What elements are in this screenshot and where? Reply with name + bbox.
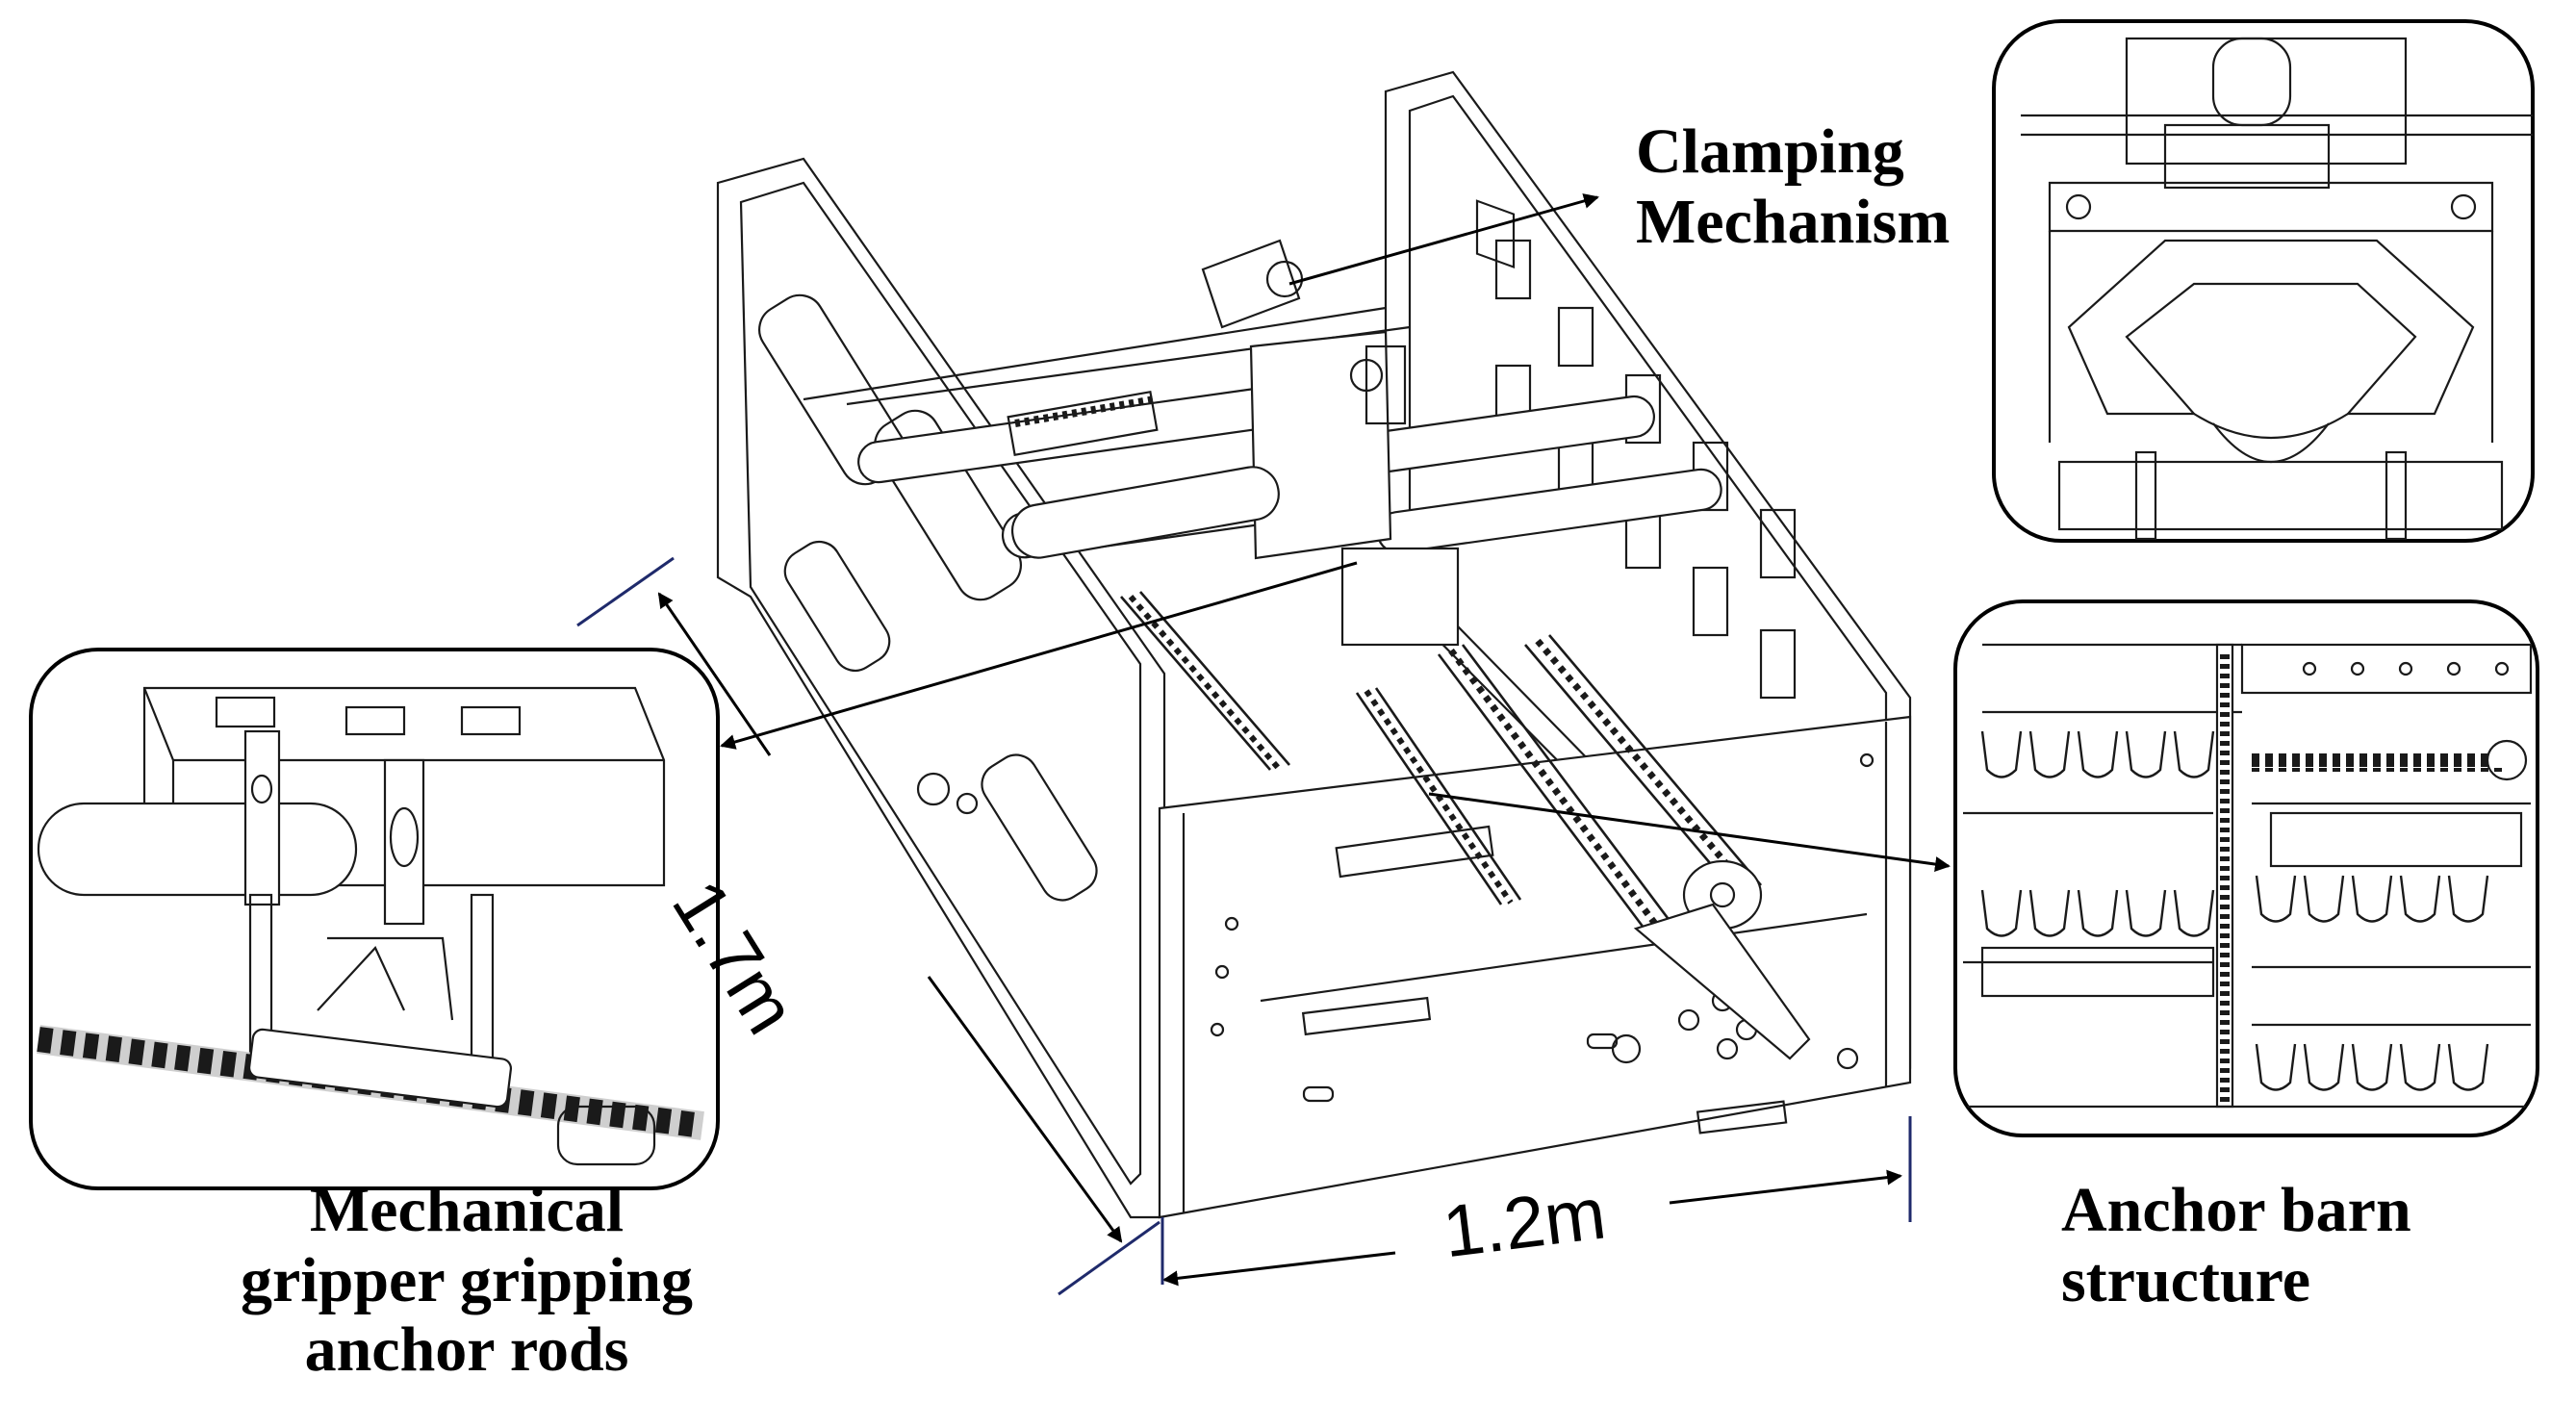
anchor-barn-label-line-1: Anchor barn [2061, 1175, 2411, 1245]
dimension-lines [657, 592, 1902, 1287]
clamping-detail-view [1992, 19, 2535, 543]
machine-frame [716, 70, 1912, 1219]
anchor-barn-label: Anchor barn structure [2061, 1175, 2411, 1315]
clamping-label-line-2: Mechanism [1636, 186, 1951, 257]
gripper-detail-view [29, 648, 720, 1190]
gripper-label-line-2: gripper gripping [240, 1244, 694, 1315]
anchor-barn-label-line-2: structure [2061, 1244, 2311, 1315]
gripper-label: Mechanical gripper gripping anchor rods [192, 1175, 741, 1386]
callout-arrows [720, 193, 1951, 872]
clamping-label-line-1: Clamping [1636, 116, 1904, 187]
anchor-barn-detail-view [1953, 599, 2539, 1137]
gripper-label-line-3: anchor rods [304, 1314, 629, 1386]
clamping-mechanism-label: Clamping Mechanism [1636, 116, 1951, 257]
gripper-label-line-1: Mechanical [309, 1175, 625, 1245]
dimension-ticks [576, 556, 1912, 1296]
